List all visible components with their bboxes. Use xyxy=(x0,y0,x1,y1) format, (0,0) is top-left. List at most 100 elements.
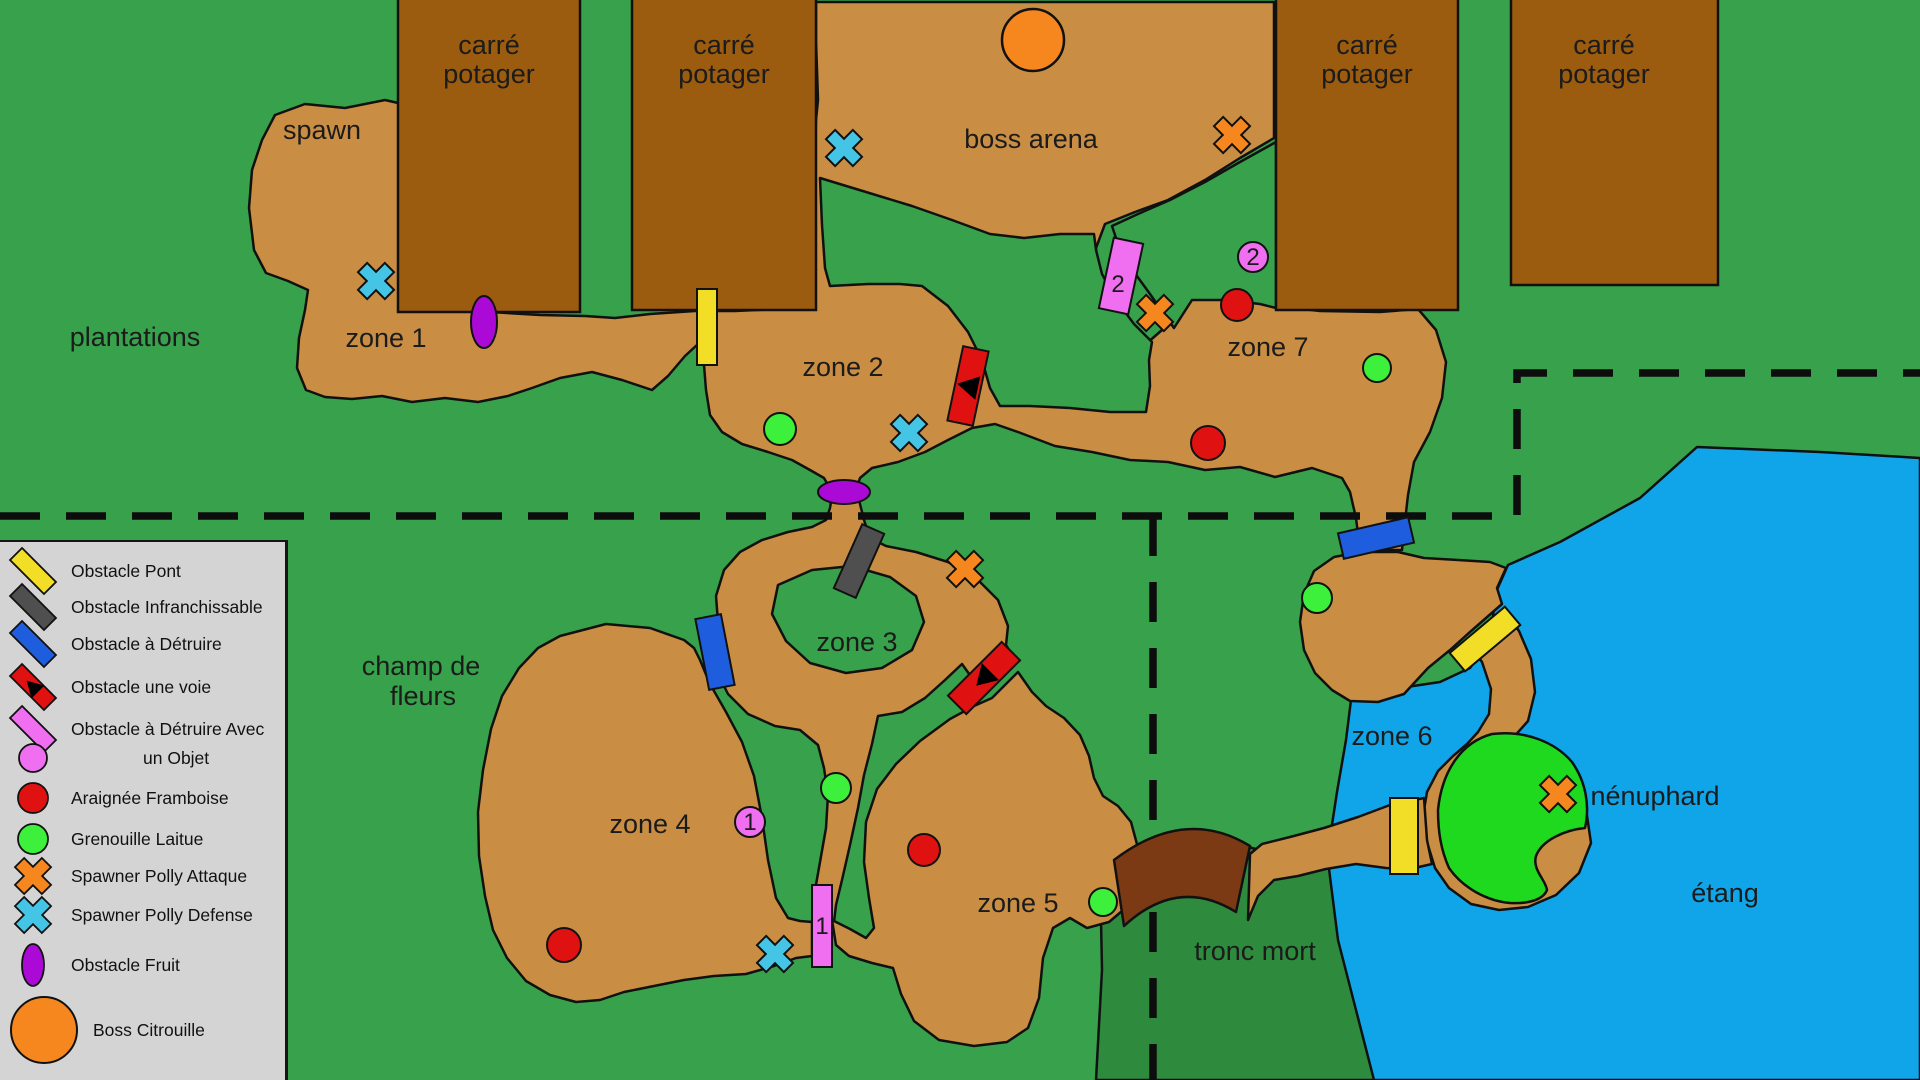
legend-item-label: Spawner Polly Attaque xyxy=(71,865,248,886)
garden-bed-label: carré xyxy=(1573,30,1635,60)
one-way-arrow-icon xyxy=(976,663,999,686)
legend-item-label: Spawner Polly Defense xyxy=(71,904,253,925)
terrain-zone4 xyxy=(476,622,814,1004)
garden-bed-label: potager xyxy=(1558,59,1650,89)
garden-bed-4 xyxy=(1509,0,1720,287)
lettuce-frog-icon xyxy=(763,412,797,446)
terrain-zone5 xyxy=(830,670,1141,1048)
grass-pocket-west xyxy=(818,176,1154,414)
nenuphard-label: nénuphard xyxy=(1590,781,1719,811)
lettuce-frog-icon xyxy=(1362,353,1392,383)
legend-item-label: Obstacle à Détruire Avec xyxy=(71,718,265,739)
legend-item: Obstacle à Détruire xyxy=(6,619,222,669)
legend-item-label: Grenouille Laitue xyxy=(71,828,204,849)
zone-4-label: zone 4 xyxy=(609,809,690,839)
legend-item-label: un Objet xyxy=(143,747,210,768)
destructible-with-object-obstacle-icon xyxy=(8,704,58,754)
etang-label: étang xyxy=(1691,878,1759,908)
garden-beds xyxy=(396,0,1720,314)
destructible-obstacle-icon xyxy=(8,619,58,669)
bridge-obstacle-icon xyxy=(1448,605,1522,673)
map-legend: Obstacle Pont Obstacle Infranchissable O… xyxy=(0,540,288,1080)
object-marker-icon xyxy=(1237,241,1269,273)
legend-item: Spawner Polly Attaque xyxy=(6,854,247,898)
raspberry-spider-icon xyxy=(17,782,49,814)
lettuce-frog-icon xyxy=(820,772,852,804)
spawn-label: spawn xyxy=(283,115,361,145)
legend-item: un Objet xyxy=(6,740,209,776)
object-number: 2 xyxy=(1246,244,1259,271)
fruit-obstacle-icon xyxy=(470,295,498,349)
legend-item-label: Obstacle Fruit xyxy=(71,954,180,975)
destructible-obstacle-icon xyxy=(694,613,736,691)
pumpkin-boss-icon xyxy=(1000,7,1066,73)
impassable-obstacle-icon xyxy=(832,522,886,600)
raspberry-spider-icon xyxy=(907,833,941,867)
zone-6-label: zone 6 xyxy=(1351,721,1432,751)
destructible-with-object-obstacle-icon xyxy=(811,884,833,968)
legend-item: Obstacle Infranchissable xyxy=(6,582,263,632)
fruit-obstacle-icon xyxy=(21,943,45,987)
legend-item: Obstacle une voie xyxy=(6,662,211,712)
legend-item: Spawner Polly Defense xyxy=(6,893,253,937)
one-way-obstacle-icon xyxy=(946,344,990,428)
bridge-obstacle-icon xyxy=(8,546,58,596)
garden-bed-label: carré xyxy=(1336,30,1398,60)
one-way-obstacle-icon xyxy=(8,662,58,712)
legend-item: Araignée Framboise xyxy=(6,780,229,816)
bridge-obstacle-icon xyxy=(696,288,718,366)
zone-1-label: zone 1 xyxy=(345,323,426,353)
terrain-zone6-islet xyxy=(1298,550,1508,704)
legend-item: Obstacle Fruit xyxy=(6,941,180,989)
zone-5-label: zone 5 xyxy=(977,888,1058,918)
legend-item-label: Obstacle à Détruire xyxy=(71,633,222,654)
fruit-obstacle-icon xyxy=(817,479,871,505)
zone-3-label: zone 3 xyxy=(816,627,897,657)
garden-bed-label: carré xyxy=(693,30,755,60)
raspberry-spider-icon xyxy=(1220,288,1254,322)
destructible-with-object-obstacle-icon xyxy=(1097,236,1145,316)
garden-bed-label: potager xyxy=(678,59,770,89)
polly-defense-spawner-icon xyxy=(6,893,60,937)
object-number: 1 xyxy=(743,809,756,836)
legend-item: Grenouille Laitue xyxy=(6,821,203,857)
garden-bed-label: potager xyxy=(443,59,535,89)
tronc-mort-label: tronc mort xyxy=(1194,936,1316,966)
legend-item: Obstacle à Détruire Avec xyxy=(6,704,264,754)
destructible-obstacle-icon xyxy=(1336,516,1416,560)
pink-bar-number: 2 xyxy=(1111,271,1124,298)
object-marker-icon xyxy=(734,806,766,838)
object-marker-icon xyxy=(18,743,48,773)
one-way-arrow-icon xyxy=(957,376,981,400)
legend-item-label: Boss Citrouille xyxy=(93,1019,205,1040)
boss-arena-label: boss arena xyxy=(964,124,1099,154)
one-way-obstacle-icon xyxy=(946,640,1022,716)
impassable-obstacle-icon xyxy=(8,582,58,632)
sector-boundary-dashed-line xyxy=(0,369,1920,1080)
garden-bed-label: carré xyxy=(458,30,520,60)
raspberry-spider-icon xyxy=(1190,425,1226,461)
legend-item-label: Obstacle Pont xyxy=(71,560,181,581)
pink-bar-number: 1 xyxy=(815,913,828,940)
pumpkin-boss-icon xyxy=(10,996,78,1064)
dead-log-tronc-mort xyxy=(1112,827,1252,928)
garden-bed-1 xyxy=(396,0,582,314)
bridge-obstacle-icon xyxy=(1389,797,1419,875)
lettuce-frog-icon xyxy=(1088,887,1118,917)
zone-2-label: zone 2 xyxy=(802,352,883,382)
terrain-zone6-west-arm xyxy=(1246,796,1434,922)
champ-de-fleurs-label: fleurs xyxy=(390,681,456,711)
garden-bed-2 xyxy=(630,0,818,312)
garden-bed-label: potager xyxy=(1321,59,1413,89)
garden-bed-3 xyxy=(1274,0,1460,312)
polly-attack-spawner-icon xyxy=(6,854,60,898)
raspberry-spider-icon xyxy=(546,927,582,963)
legend-item-label: Araignée Framboise xyxy=(71,787,229,808)
lettuce-frog-icon xyxy=(1301,582,1333,614)
legend-item-label: Obstacle Infranchissable xyxy=(71,596,263,617)
legend-item: Boss Citrouille xyxy=(6,994,205,1066)
zone-7-label: zone 7 xyxy=(1227,332,1308,362)
legend-item-label: Obstacle une voie xyxy=(71,676,212,697)
